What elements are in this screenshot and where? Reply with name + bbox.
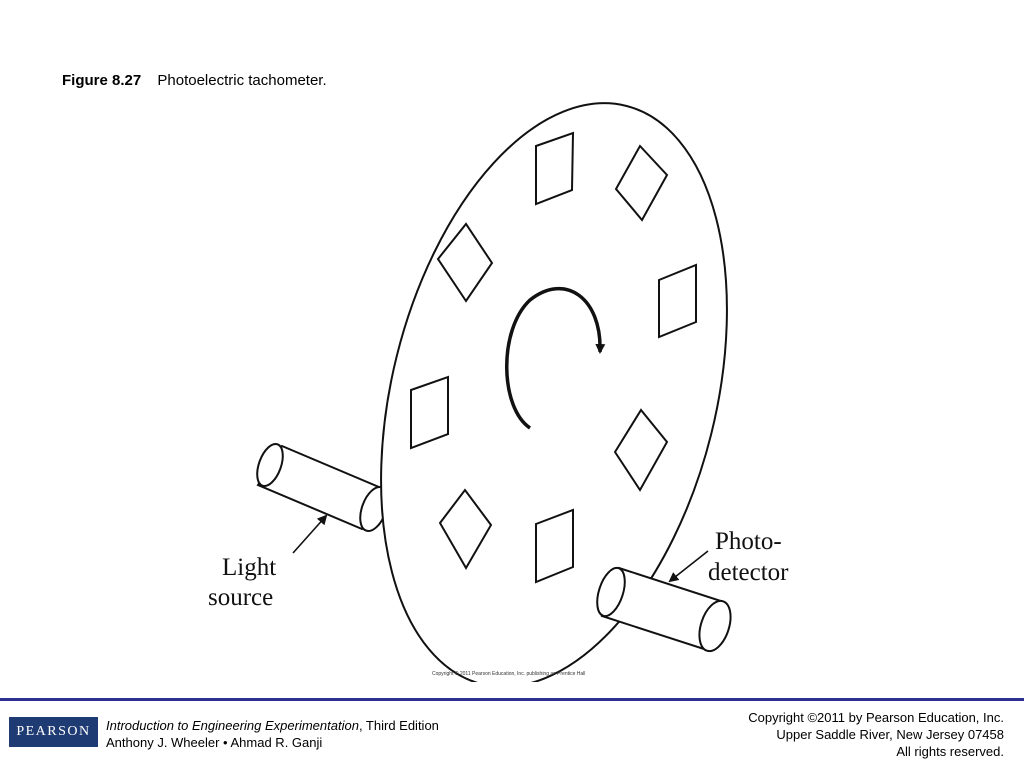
figure-title: Photoelectric tachometer. [157,72,327,89]
light-source-pointer [292,514,328,554]
photodetector-label-line2: detector [708,559,789,586]
disk-slot [535,131,575,206]
copyright-line-2: Upper Saddle River, New Jersey 07458 [776,727,1004,742]
rotation-arrow [505,286,606,430]
logo-text: PEARSON [16,724,91,739]
slotted-disk [380,102,728,682]
light-source-label-line2: source [208,584,273,611]
photodetector-pointer [668,550,709,583]
copyright-line-1: Copyright ©2011 by Pearson Education, In… [748,710,1004,725]
disk-slot [614,144,669,222]
book-title-line: Introduction to Engineering Experimentat… [106,717,439,734]
disk-slot [436,222,494,303]
book-authors: Anthony J. Wheeler • Ahmad R. Ganji [106,735,323,750]
footer-rule [0,698,1024,701]
tachometer-diagram: Light source Photo- detector Copyright ©… [196,92,826,682]
book-edition: , Third Edition [358,718,439,733]
pearson-logo: PEARSON [9,717,98,747]
disk-slot [658,263,697,339]
tachometer-svg: Light source Photo- detector Copyright ©… [208,102,789,682]
disk-slot [410,375,449,450]
photodetector-cylinder [596,566,732,653]
book-info: Introduction to Engineering Experimentat… [106,717,439,751]
light-source-cylinder [256,442,389,532]
light-source-label-line1: Light [222,554,276,581]
disk-slot [438,488,493,570]
disk-slot [535,508,574,584]
book-title: Introduction to Engineering Experimentat… [106,718,359,733]
copyright-line-3: All rights reserved. [896,744,1004,759]
figure-credit: Copyright © 2011 Pearson Education, Inc.… [432,670,585,677]
disk-slot [613,408,669,492]
copyright-notice: Copyright ©2011 by Pearson Education, In… [748,709,1004,760]
figure-number: Figure 8.27 [62,72,142,89]
figure-caption: Figure 8.27 Photoelectric tachometer. [62,72,327,89]
disk-slots [410,131,697,584]
photodetector-label-line1: Photo- [715,528,782,555]
